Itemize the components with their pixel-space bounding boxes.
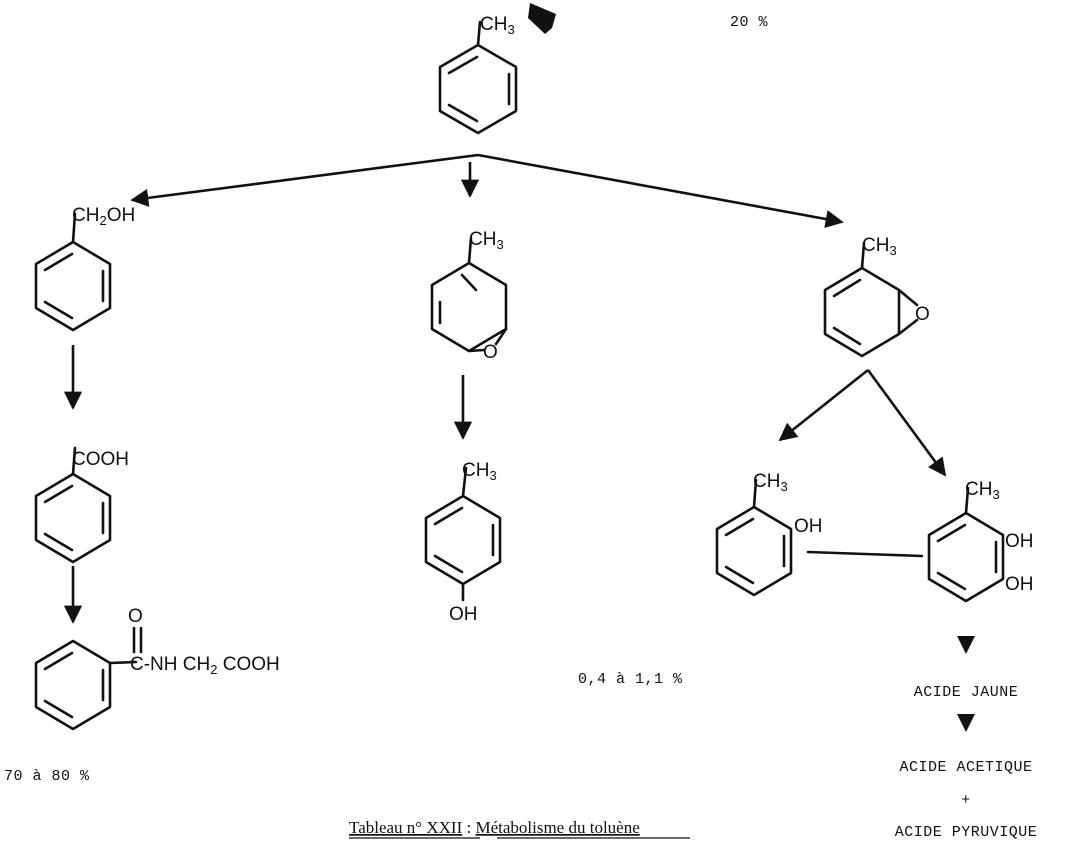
cooh-label: COOH	[72, 449, 129, 470]
arrow-to-o-cresol	[778, 368, 869, 442]
triangle-arrow-1	[957, 636, 975, 654]
o-cresol-oh-label: OH	[794, 516, 823, 537]
pct-left: 70 à 80 %	[4, 768, 90, 785]
methylcatechol-molecule: CH3 OH OH	[927, 479, 1034, 603]
benzyl-alcohol-molecule: CH2OH	[34, 205, 135, 332]
toluene-23-epoxide-molecule: CH3 O	[823, 235, 930, 358]
plus-sign: +	[961, 792, 971, 809]
epoxide34-o-label: O	[483, 342, 498, 363]
benzene-ring	[927, 511, 1005, 603]
toluene-molecule: CH3	[438, 14, 518, 135]
epoxide23-o-label: O	[915, 304, 930, 325]
catechol-oh2-label: OH	[1005, 574, 1034, 595]
benzene-ring	[438, 43, 518, 135]
benzene-ring	[34, 639, 112, 731]
o-cresol-ch3-label: CH3	[753, 471, 788, 494]
acide-acetique: ACIDE ACETIQUE	[899, 759, 1032, 776]
benzoic-acid-molecule: COOH	[34, 446, 129, 564]
benzene-ring	[34, 240, 112, 332]
ring	[823, 266, 901, 358]
caption-label: Tableau n° XXII	[349, 818, 463, 837]
p-cresol-molecule: CH3 OH	[424, 460, 502, 625]
triangle-arrow-2	[957, 714, 975, 732]
caption-separator: :	[462, 818, 475, 837]
pct-middle: 0,4 à 1,1 %	[578, 671, 683, 688]
toluene-ch3-label: CH3	[480, 14, 515, 37]
epoxide23-ch3-label: CH3	[862, 235, 897, 258]
benzene-ring	[715, 505, 793, 597]
catechol-ch3-label: CH3	[965, 479, 1000, 502]
hippuric-chain-label: C-NH CH2 COOH	[130, 654, 280, 677]
toluene-34-epoxide-molecule: CH3 O	[430, 229, 508, 363]
p-cresol-ch3-label: CH3	[462, 460, 497, 483]
arrow-to-methylcatechol	[866, 369, 947, 477]
connector-line	[806, 550, 924, 558]
p-cresol-oh-label: OH	[449, 604, 478, 625]
catechol-oh1-label: OH	[1005, 531, 1034, 552]
benzyl-alcohol-label: CH2OH	[72, 205, 135, 228]
acide-jaune: ACIDE JAUNE	[914, 684, 1019, 701]
benzene-ring	[34, 472, 112, 564]
arrow-to-benzyl-alcohol	[130, 153, 479, 207]
caption-title: Métabolisme du toluène	[475, 818, 639, 837]
pct-top: 20 %	[730, 14, 769, 31]
caption: Tableau n° XXII : Métabolisme du toluène	[349, 818, 640, 837]
hippuric-acid-molecule: O C-NH CH2 COOH	[34, 606, 280, 731]
stray-mark	[528, 3, 556, 34]
arrow-to-epoxide23	[477, 153, 844, 228]
benzene-ring	[424, 494, 502, 586]
ring	[430, 261, 508, 353]
epoxide34-ch3-label: CH3	[469, 229, 504, 252]
hippuric-o-label: O	[128, 606, 143, 627]
o-cresol-molecule: CH3 OH	[715, 471, 823, 597]
acide-pyruvique: ACIDE PYRUVIQUE	[895, 824, 1038, 841]
